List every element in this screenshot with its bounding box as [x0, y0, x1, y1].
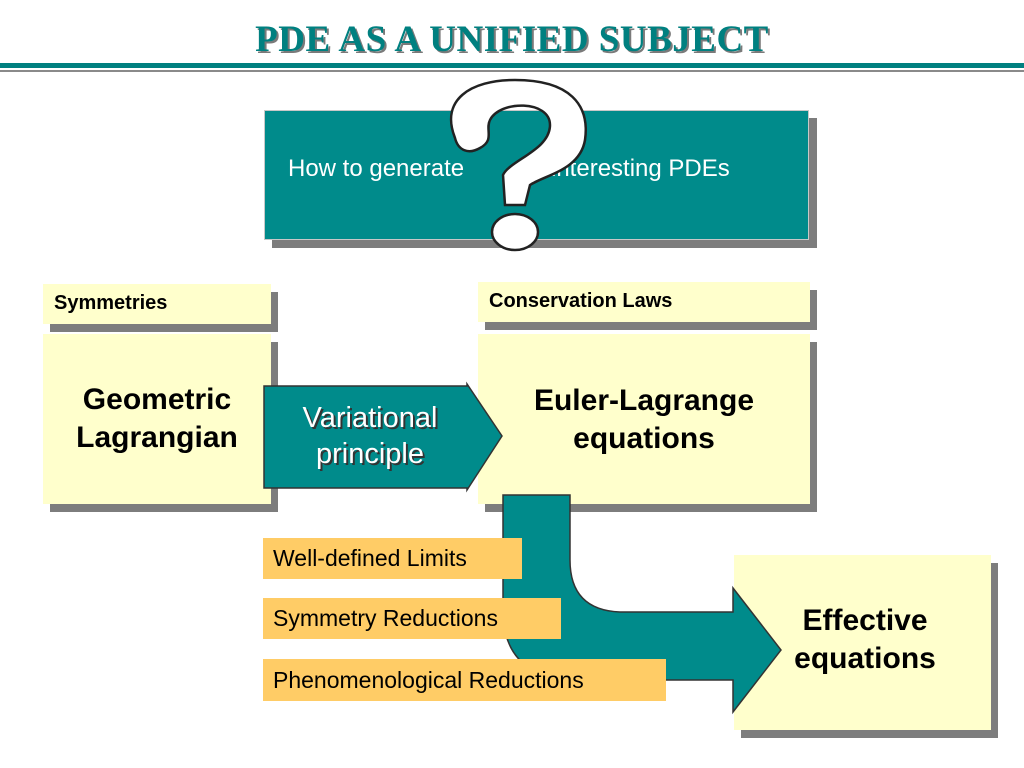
geometric-lagrangian-box: Geometric Lagrangian: [43, 334, 271, 504]
variational-line2: principle: [316, 438, 424, 470]
euler-line1: Euler-Lagrange: [533, 384, 755, 417]
variational-arrow: [263, 381, 503, 493]
geometric-line2: Lagrangian: [76, 421, 238, 454]
variational-principle-text: Variational principle: [270, 400, 470, 472]
reduction-curve-arrow: [502, 494, 782, 715]
effective-line1: Effective: [802, 604, 928, 637]
symmetries-label: Symmetries: [43, 284, 271, 324]
question-mark-icon: [449, 78, 587, 252]
reduction-item: Well-defined Limits: [263, 538, 522, 579]
euler-line2: equations: [573, 422, 715, 455]
effective-equations-text: Effective equations: [760, 600, 970, 680]
title-rule-shadow: [0, 70, 1024, 72]
effective-line2: equations: [794, 642, 936, 675]
reduction-item: Phenomenological Reductions: [263, 659, 666, 701]
reduction-item: Symmetry Reductions: [263, 598, 561, 639]
variational-line1: Variational: [302, 402, 438, 434]
page-title: PDE AS A UNIFIED SUBJECT: [255, 19, 769, 60]
question-right-text: interesting PDEs: [551, 155, 730, 182]
euler-lagrange-text: Euler-Lagrange equations: [478, 380, 810, 460]
question-left-text: How to generate: [288, 155, 465, 182]
title-rule: [0, 63, 1024, 68]
effective-box: [734, 555, 991, 730]
conservation-label: Conservation Laws: [478, 282, 810, 322]
euler-lagrange-box: [478, 334, 810, 504]
geometric-line1: Geometric: [82, 383, 232, 416]
